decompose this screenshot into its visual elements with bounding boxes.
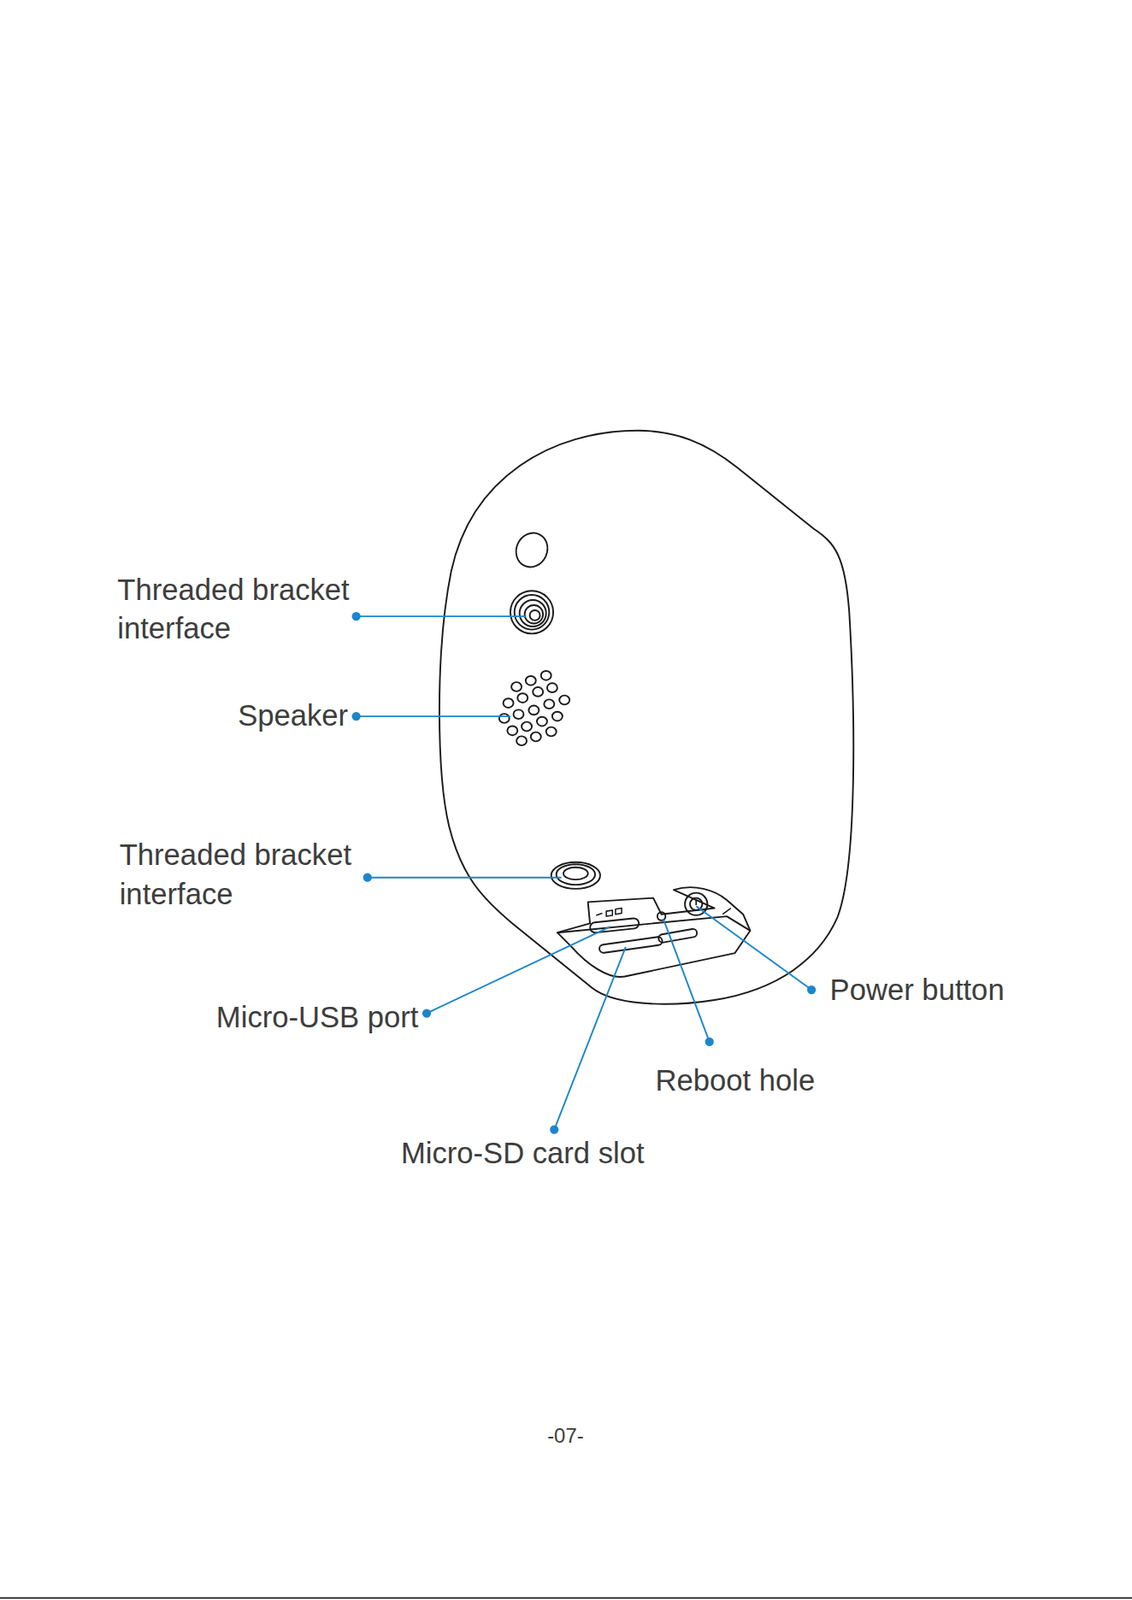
- leader-dot: [352, 613, 360, 620]
- port-housing: [557, 887, 751, 978]
- speaker-hole: [521, 722, 532, 732]
- threaded-interface: [551, 862, 601, 890]
- speaker-hole: [511, 682, 522, 692]
- micro-usb-port: [589, 918, 640, 934]
- speaker-hole: [517, 693, 528, 703]
- speaker-hole: [536, 717, 548, 727]
- speaker-hole: [541, 671, 552, 681]
- speaker-hole: [503, 698, 514, 708]
- speaker-hole: [499, 713, 510, 724]
- leader-line: [426, 926, 611, 1014]
- leader-dot: [550, 1126, 558, 1133]
- part-label: Micro-USB port: [163, 998, 419, 1038]
- leader-dot: [352, 713, 360, 720]
- speaker-hole: [547, 683, 558, 693]
- speaker-hole: [543, 699, 555, 709]
- speaker-hole: [552, 712, 563, 722]
- speaker-hole: [507, 725, 518, 736]
- threaded-interface: [510, 590, 554, 634]
- port-icons: [595, 908, 622, 918]
- speaker-hole: [532, 687, 543, 697]
- speaker-grille: [499, 671, 570, 746]
- speaker-hole: [546, 727, 557, 737]
- led-mark: [722, 908, 732, 915]
- speaker-hole: [525, 676, 537, 686]
- leader-dot: [364, 874, 372, 882]
- part-label: Power button: [830, 970, 1116, 1009]
- leader-line: [367, 877, 562, 879]
- leader-line: [356, 615, 526, 618]
- leader-dot: [423, 1009, 431, 1017]
- part-label: Micro-SD card slot: [379, 1133, 666, 1173]
- speaker-hole: [516, 736, 527, 746]
- leader-dot: [706, 1038, 714, 1046]
- reboot-hole: [657, 912, 667, 921]
- speaker-hole: [530, 732, 542, 743]
- leader-line: [554, 947, 626, 1131]
- part-label: Threaded bracket interface: [119, 836, 385, 914]
- speaker-hole: [559, 695, 570, 706]
- speaker-hole: [528, 706, 539, 716]
- camera-body: [439, 430, 854, 1005]
- leader-dot: [807, 986, 815, 994]
- power-icon: [695, 900, 697, 906]
- page-number: -07-: [494, 1422, 637, 1450]
- page-edge: [0, 1597, 1132, 1600]
- part-label: Threaded bracket interface: [117, 570, 383, 649]
- lens-hole: [510, 528, 554, 573]
- part-label: Reboot hole: [654, 1061, 920, 1101]
- leader-line: [695, 906, 812, 991]
- leader-line: [356, 715, 511, 718]
- slot: [658, 928, 698, 944]
- speaker-hole: [513, 709, 525, 720]
- micro-sd-slot: [598, 937, 663, 955]
- leader-line: [663, 919, 710, 1043]
- part-label: Speaker: [183, 695, 348, 735]
